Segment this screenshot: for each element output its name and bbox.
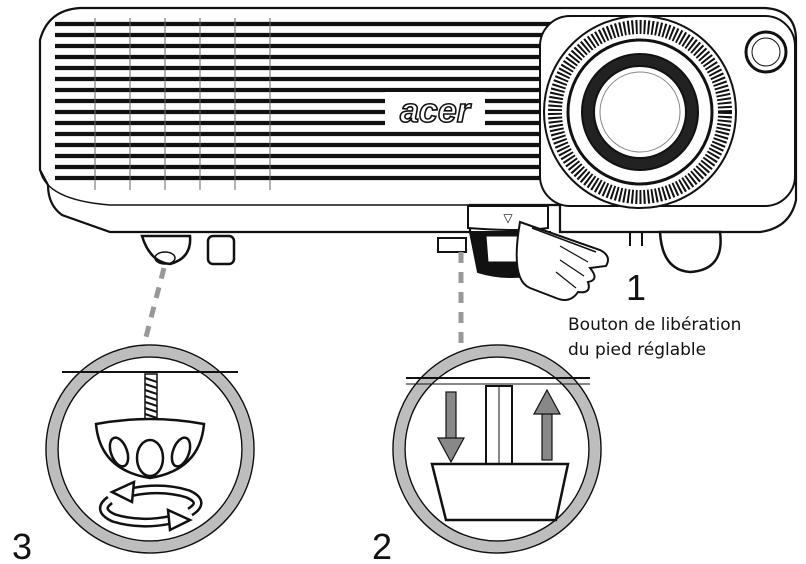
leader-line-3 — [137, 267, 167, 361]
callout-number-1: 1 — [626, 267, 646, 308]
adjustable-foot-icon — [140, 234, 236, 266]
foot-block — [430, 462, 570, 522]
callout-number-2: 2 — [372, 526, 392, 564]
release-button-glyph: ▽ — [503, 211, 513, 225]
detail-circle-elevator — [392, 344, 602, 554]
screw-icon — [144, 373, 158, 423]
lens-icon — [539, 15, 796, 209]
callout-number-3: 3 — [12, 526, 32, 564]
logo-plate — [385, 92, 485, 130]
release-button: ▽ — [467, 205, 549, 231]
up-arrow-icon — [532, 388, 562, 461]
callout-label-1-line2: du pied réglable — [568, 340, 706, 360]
callout-label-1-line1: Bouton de libération — [568, 315, 741, 335]
projector-icon: acer ▽ — [38, 6, 798, 278]
hand-pointer-icon — [515, 220, 609, 301]
down-arrow-icon — [436, 391, 466, 464]
brand-logo: acer — [400, 92, 472, 130]
rotate-arrows-icon — [99, 479, 203, 532]
detail-circle-rotate — [45, 344, 255, 554]
